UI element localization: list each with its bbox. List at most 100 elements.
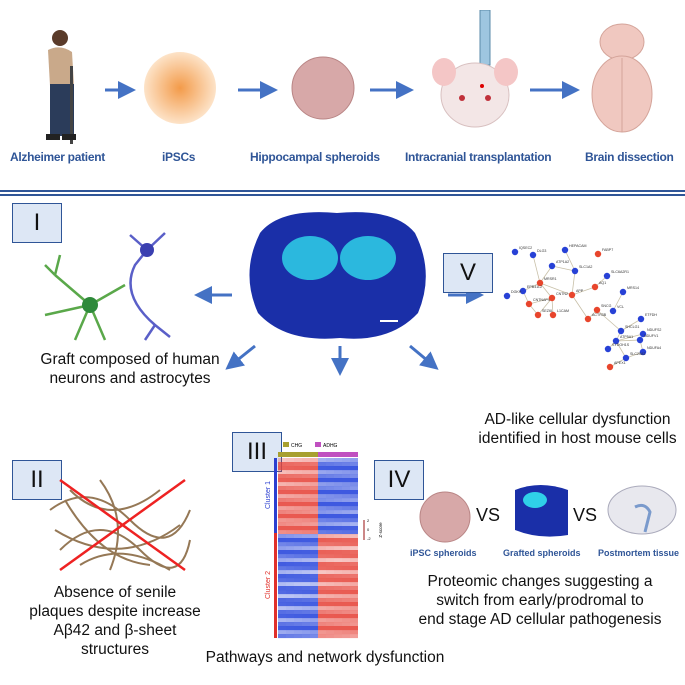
heatmap-cell xyxy=(286,586,294,591)
heatmap-cell xyxy=(334,474,342,479)
heatmap-cell xyxy=(286,614,294,619)
heatmap-cell xyxy=(302,574,310,579)
heatmap-cell xyxy=(326,570,334,575)
heatmap-cell xyxy=(294,518,302,523)
network-node xyxy=(548,294,556,302)
postmortem-tissue-label: Postmortem tissue xyxy=(598,548,680,558)
heatmap-cell xyxy=(350,502,358,507)
heatmap-cell xyxy=(342,458,350,463)
heatmap-cell xyxy=(278,490,286,495)
network-node xyxy=(622,354,630,362)
heatmap-cell xyxy=(286,546,294,551)
heatmap-cell xyxy=(278,554,286,559)
neuron-astrocyte-icon xyxy=(44,232,171,341)
heatmap-cell xyxy=(294,610,302,615)
heatmap-cell xyxy=(310,462,318,467)
panel-label-iii: III xyxy=(232,432,282,472)
heatmap-cell xyxy=(286,494,294,499)
heatmap-cell xyxy=(350,482,358,487)
heatmap-cell xyxy=(334,518,342,523)
network-node xyxy=(609,307,617,315)
fibril-plaque-crossed-icon xyxy=(49,478,191,572)
heatmap-cell xyxy=(302,570,310,575)
heatmap-cell xyxy=(342,606,350,611)
heatmap-cell xyxy=(310,598,318,603)
heatmap-cell xyxy=(318,630,326,635)
panel-label-i: I xyxy=(12,203,62,243)
heatmap-cell xyxy=(302,618,310,623)
network-node-label: MRSR1 xyxy=(544,277,557,281)
heatmap-cell xyxy=(278,634,286,639)
heatmap-cell xyxy=(294,566,302,571)
panel-v-caption: AD-like cellular dysfunction identified … xyxy=(470,410,685,448)
heatmap-cell xyxy=(350,586,358,591)
network-edge xyxy=(571,294,589,320)
heatmap-cell xyxy=(326,466,334,471)
heatmap-cell xyxy=(326,482,334,487)
network-node-label: CNTN2 xyxy=(556,292,568,296)
heatmap-cell xyxy=(278,494,286,499)
heatmap-cell xyxy=(334,590,342,595)
network-node xyxy=(525,300,533,308)
heatmap-cell xyxy=(286,630,294,635)
heatmap-cell xyxy=(318,550,326,555)
heatmap-cell xyxy=(278,506,286,511)
legend-adhg: ADHG xyxy=(323,443,338,449)
heatmap-cell xyxy=(350,542,358,547)
heatmap-cell xyxy=(294,554,302,559)
heatmap-cell xyxy=(318,626,326,631)
heatmap-cell xyxy=(342,558,350,563)
heatmap-cell xyxy=(310,494,318,499)
heatmap-cell xyxy=(318,530,326,535)
legend-chg: CHG xyxy=(291,443,302,449)
heatmap-cell xyxy=(334,494,342,499)
heatmap-cell xyxy=(294,590,302,595)
heatmap-cell xyxy=(326,598,334,603)
heatmap-cell xyxy=(342,474,350,479)
z-score-label: Z-score xyxy=(378,522,383,538)
heatmap-cell xyxy=(326,514,334,519)
heatmap-cell xyxy=(350,582,358,587)
heatmap-cell xyxy=(286,622,294,627)
heatmap-cell xyxy=(334,626,342,631)
heatmap-cell xyxy=(342,590,350,595)
heatmap-cell xyxy=(350,610,358,615)
heatmap-cell xyxy=(318,458,326,463)
heatmap-cell xyxy=(286,474,294,479)
heatmap-cell xyxy=(334,634,342,639)
heatmap-cell xyxy=(286,550,294,555)
heatmap-cell xyxy=(318,562,326,567)
heatmap-cell xyxy=(334,542,342,547)
heatmap-cell xyxy=(350,602,358,607)
panel-i-caption: Graft composed of human neurons and astr… xyxy=(20,350,240,388)
heatmap-cell xyxy=(350,626,358,631)
heatmap-cell xyxy=(286,542,294,547)
heatmap-cell xyxy=(286,582,294,587)
heatmap-cell xyxy=(350,574,358,579)
heatmap-cell xyxy=(342,566,350,571)
heatmap-cell xyxy=(318,594,326,599)
heatmap-cell xyxy=(278,526,286,531)
network-edge xyxy=(532,254,541,284)
caption-line: Proteomic changes suggesting a xyxy=(427,573,653,590)
heatmap-cell xyxy=(294,466,302,471)
heatmap-cell xyxy=(334,506,342,511)
network-node-label: VCL xyxy=(617,305,624,309)
heatmap-cell xyxy=(310,606,318,611)
heatmap-cell xyxy=(278,558,286,563)
heatmap-cell xyxy=(294,598,302,603)
heatmap-cell xyxy=(310,482,318,487)
caption-line: end stage AD cellular pathogenesis xyxy=(418,611,662,628)
network-edge xyxy=(539,282,573,296)
heatmap-cell xyxy=(350,466,358,471)
heatmap-cell xyxy=(310,566,318,571)
heatmap-cell xyxy=(286,574,294,579)
heatmap-cell xyxy=(318,590,326,595)
heatmap-cell xyxy=(326,630,334,635)
scale-tick: 0 xyxy=(367,527,370,532)
heatmap-cell xyxy=(350,486,358,491)
human-brain-icon xyxy=(607,485,677,535)
panel-iii-caption: Pathways and network dysfunction xyxy=(205,649,445,666)
heatmap-cell xyxy=(302,550,310,555)
network-node xyxy=(571,267,579,275)
